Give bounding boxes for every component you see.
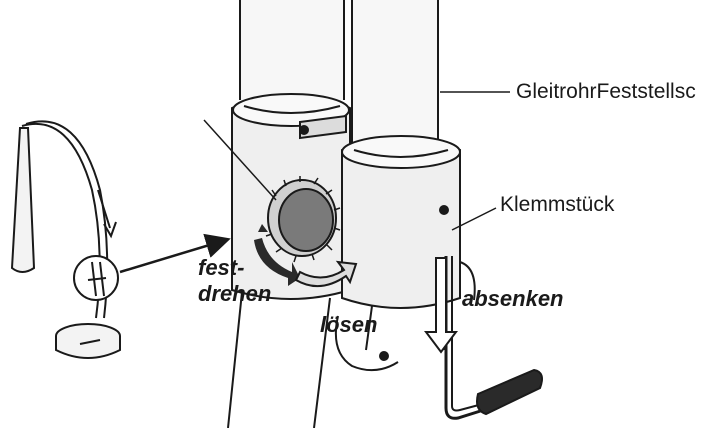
label-fest: fest-: [198, 255, 245, 280]
label-gleitrohr: GleitrohrFeststellsc: [516, 80, 696, 103]
knob-leader: [203, 119, 277, 201]
klemmstueck-leader: [451, 207, 497, 231]
zoom-callout-arrow: [119, 233, 231, 274]
lower-left-pole: [227, 291, 331, 428]
lower-right-pole: [365, 305, 445, 351]
label-absenken: absenken: [462, 286, 564, 311]
lamp-shade: [10, 127, 36, 273]
label-drehen: drehen: [198, 281, 272, 306]
crank-grip: [476, 368, 543, 416]
overview-lamp: [10, 120, 121, 359]
arm-arrow: [97, 189, 111, 229]
lower-arrow: [424, 257, 458, 354]
label-loesen: lösen: [320, 312, 378, 337]
hand-crank: [444, 256, 543, 420]
clamp-screw: [439, 205, 449, 215]
zoom-circle: [73, 255, 119, 301]
label-klemmstueck: Klemmstück: [500, 193, 615, 216]
knob: [265, 176, 341, 263]
tighten-arrow: [254, 238, 300, 286]
loosen-arrow: [294, 260, 358, 287]
detail-view: [203, 0, 543, 428]
